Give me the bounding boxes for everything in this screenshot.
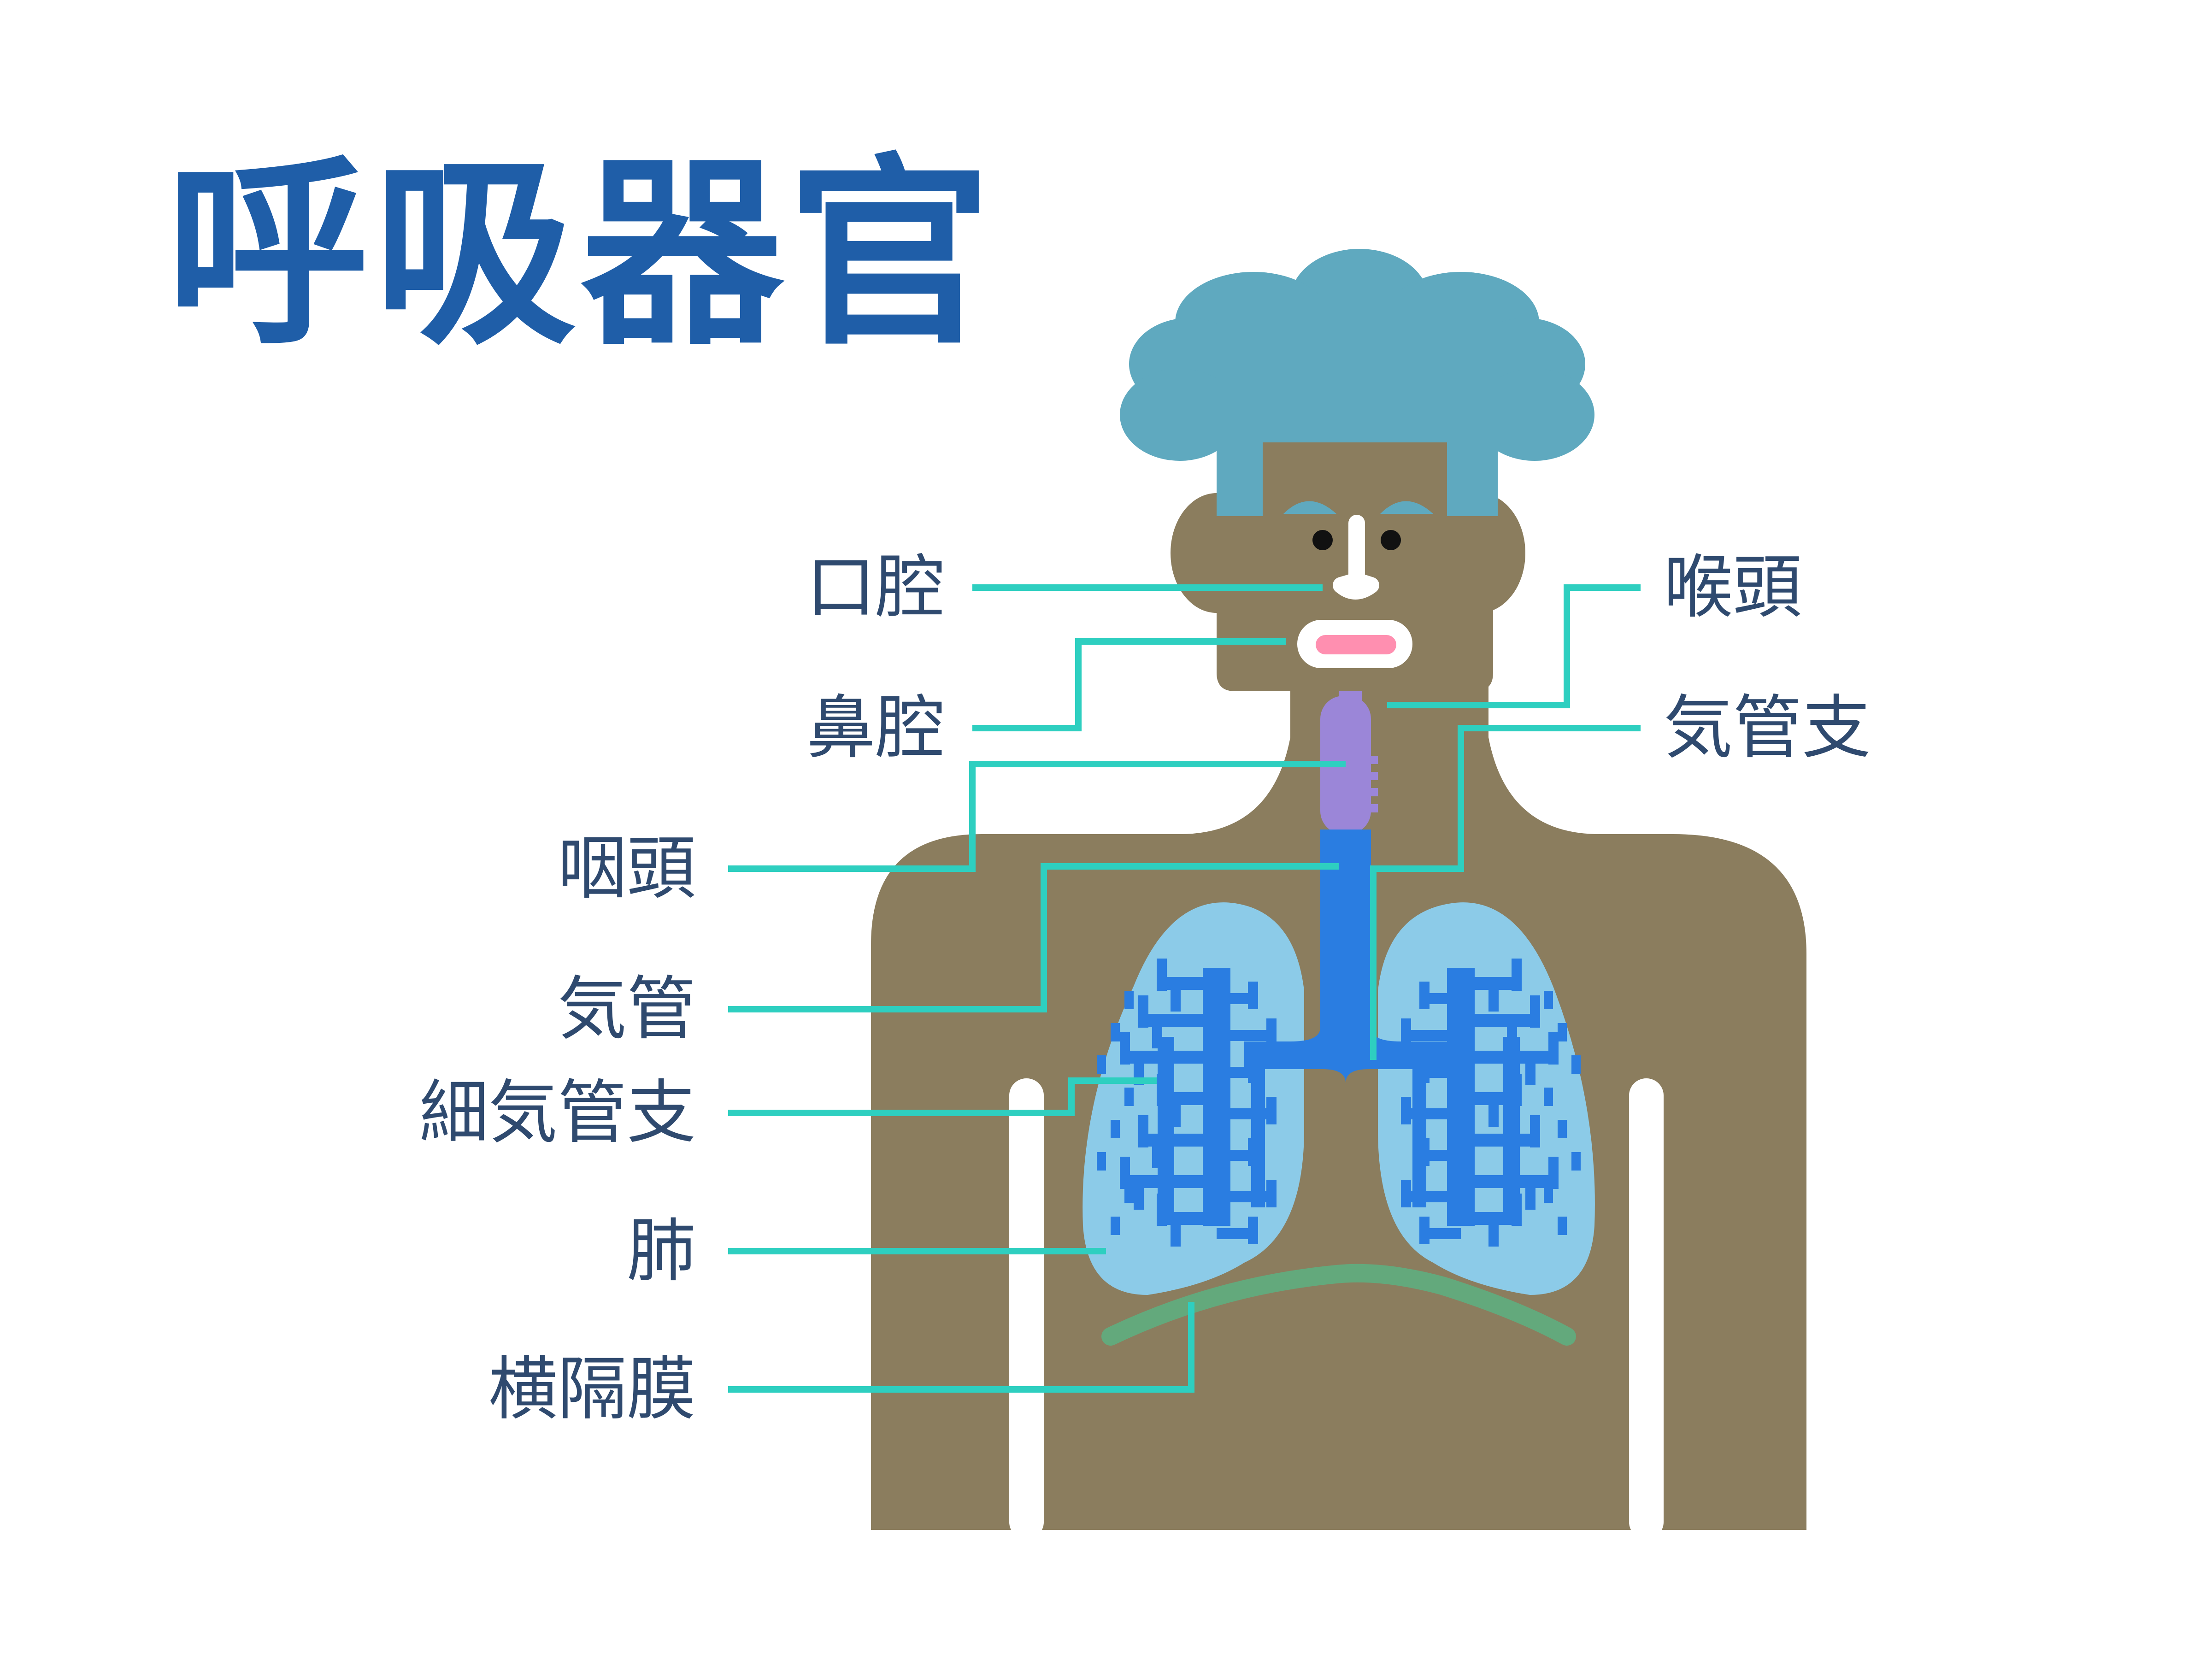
label-larynx: 喉頭 — [1664, 547, 1802, 628]
hair — [1120, 249, 1594, 516]
right-arm-gap — [1629, 1078, 1664, 1539]
right-eyebrow — [1380, 501, 1433, 514]
left-eye — [1312, 530, 1333, 550]
label-nasal-cavity: 鼻腔 — [806, 688, 945, 768]
left-arm-gap — [1009, 1078, 1044, 1539]
trachea-tube — [1320, 830, 1371, 1041]
left-eyebrow — [1283, 501, 1336, 514]
leader-pharynx — [728, 761, 1346, 872]
label-bronchi: 気管支 — [1664, 688, 1871, 768]
bronchial-tree — [1097, 959, 1581, 1247]
label-trachea: 気管 — [557, 969, 696, 1049]
larynx-ring-1 — [1362, 756, 1378, 764]
page-title: 呼吸器官 — [166, 134, 995, 372]
larynx-ring-2 — [1362, 772, 1378, 780]
larynx-ring-4 — [1362, 804, 1378, 812]
leader-bronchi — [1370, 725, 1641, 1060]
leader-larynx — [1387, 584, 1641, 708]
right-eye — [1381, 530, 1401, 550]
nose — [1333, 515, 1379, 600]
larynx-top — [1339, 691, 1362, 710]
leader-trachea — [728, 863, 1339, 1012]
leader-diaphragm — [728, 1302, 1194, 1393]
label-diaphragm: 横隔膜 — [488, 1349, 696, 1430]
label-bronchioles: 細気管支 — [419, 1073, 696, 1153]
leader-nasal-cavity — [972, 638, 1286, 731]
label-lung: 肺 — [626, 1211, 696, 1291]
diaphragm — [1101, 1264, 1576, 1346]
larynx-ring-3 — [1362, 788, 1378, 796]
torso — [871, 668, 1806, 1530]
lips — [1316, 635, 1396, 654]
label-pharynx: 咽頭 — [557, 829, 696, 909]
label-oral-cavity: 口腔 — [806, 547, 945, 628]
leader-lines — [728, 584, 1641, 1393]
trachea-fork — [1244, 1028, 1447, 1083]
leader-bronchioles — [728, 1077, 1157, 1116]
